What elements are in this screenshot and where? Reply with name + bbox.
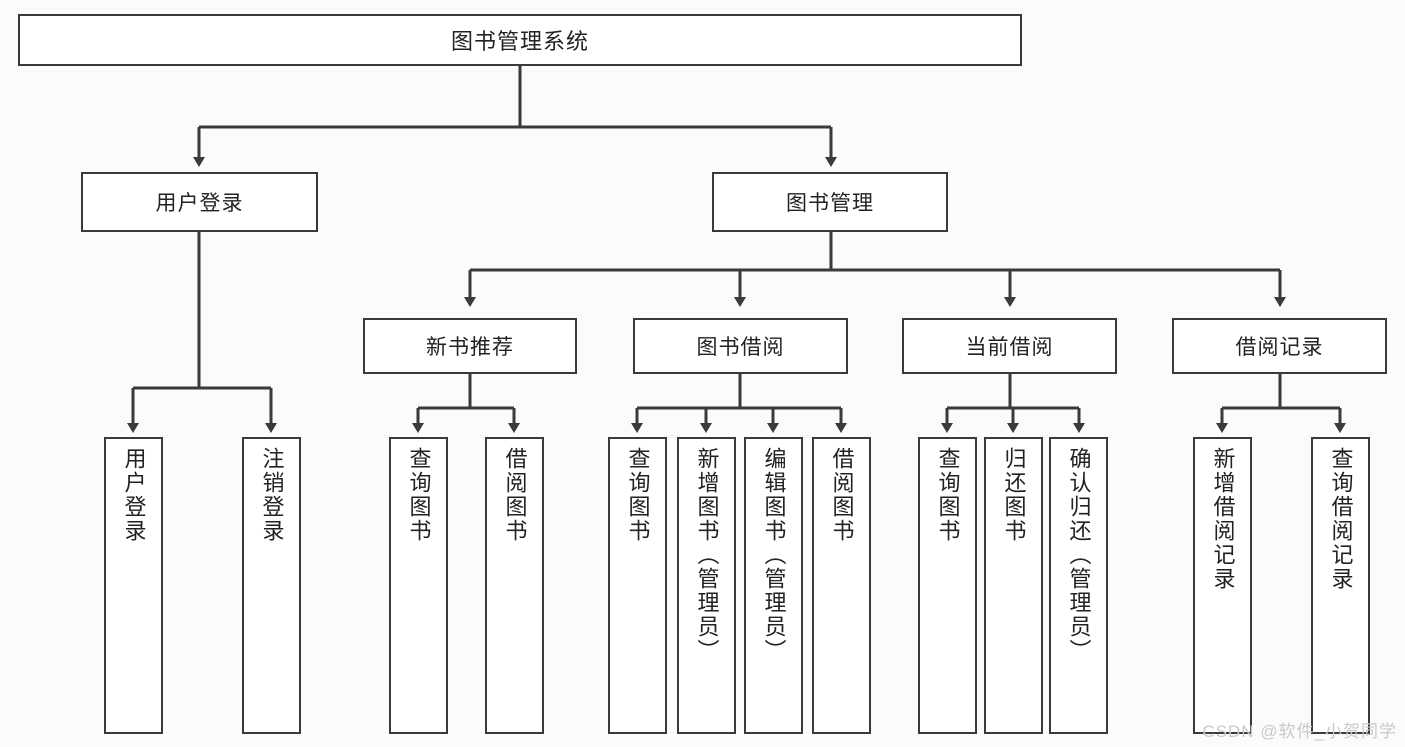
leaf-user-login-logout[interactable]: 注销登录	[242, 437, 301, 734]
node-label: 用户登录	[155, 192, 244, 215]
leaf-label: 查询借阅记录	[1328, 447, 1354, 591]
leaf-label: 查询图书	[935, 447, 961, 543]
node-label: 图书借阅	[696, 336, 785, 359]
node-label: 图书管理系统	[450, 29, 589, 54]
node-label: 图书管理	[786, 192, 874, 215]
node-label: 当前借阅	[965, 336, 1054, 359]
leaf-new-book-borrow-book[interactable]: 借阅图书	[485, 437, 544, 734]
node-label: 新书推荐	[426, 336, 514, 359]
leaf-label: 归还图书	[1001, 447, 1027, 543]
node-current-borrow[interactable]: 当前借阅	[902, 318, 1117, 374]
leaf-label: 查询图书	[406, 447, 432, 543]
leaf-label: 借阅图书	[829, 447, 855, 543]
leaf-borrow-record-query-record[interactable]: 查询借阅记录	[1311, 437, 1370, 734]
leaf-user-login-login[interactable]: 用户登录	[104, 437, 163, 734]
leaf-label: 查询图书	[625, 447, 651, 543]
leaf-book-borrow-borrow-book[interactable]: 借阅图书	[812, 437, 871, 734]
csdn-watermark: CSDN @软件_小贺同学	[1202, 722, 1397, 741]
node-borrow-record[interactable]: 借阅记录	[1172, 318, 1387, 374]
leaf-label: 借阅图书	[502, 447, 528, 543]
leaf-borrow-record-add-record[interactable]: 新增借阅记录	[1193, 437, 1252, 734]
leaf-label: 确认归还（管理员）	[1066, 447, 1092, 663]
leaf-book-borrow-add-book-admin[interactable]: 新增图书（管理员）	[677, 437, 736, 734]
leaf-label: 编辑图书（管理员）	[761, 447, 787, 663]
leaf-book-borrow-edit-book-admin[interactable]: 编辑图书（管理员）	[744, 437, 803, 734]
leaf-label: 用户登录	[121, 447, 147, 543]
node-book-borrow[interactable]: 图书借阅	[633, 318, 848, 374]
leaf-book-borrow-query-book[interactable]: 查询图书	[608, 437, 667, 734]
leaf-current-borrow-return-book[interactable]: 归还图书	[984, 437, 1043, 734]
node-label: 借阅记录	[1235, 336, 1324, 359]
leaf-current-borrow-query-book[interactable]: 查询图书	[918, 437, 977, 734]
node-user-login[interactable]: 用户登录	[81, 172, 318, 232]
node-root-system[interactable]: 图书管理系统	[18, 14, 1022, 66]
node-book-management[interactable]: 图书管理	[712, 172, 948, 232]
leaf-new-book-query-book[interactable]: 查询图书	[389, 437, 448, 734]
leaf-label: 新增图书（管理员）	[694, 447, 720, 663]
leaf-label: 新增借阅记录	[1210, 447, 1236, 591]
leaf-label: 注销登录	[259, 447, 285, 543]
leaf-current-borrow-confirm-return-admin[interactable]: 确认归还（管理员）	[1049, 437, 1108, 734]
node-new-book-recommend[interactable]: 新书推荐	[363, 318, 577, 374]
